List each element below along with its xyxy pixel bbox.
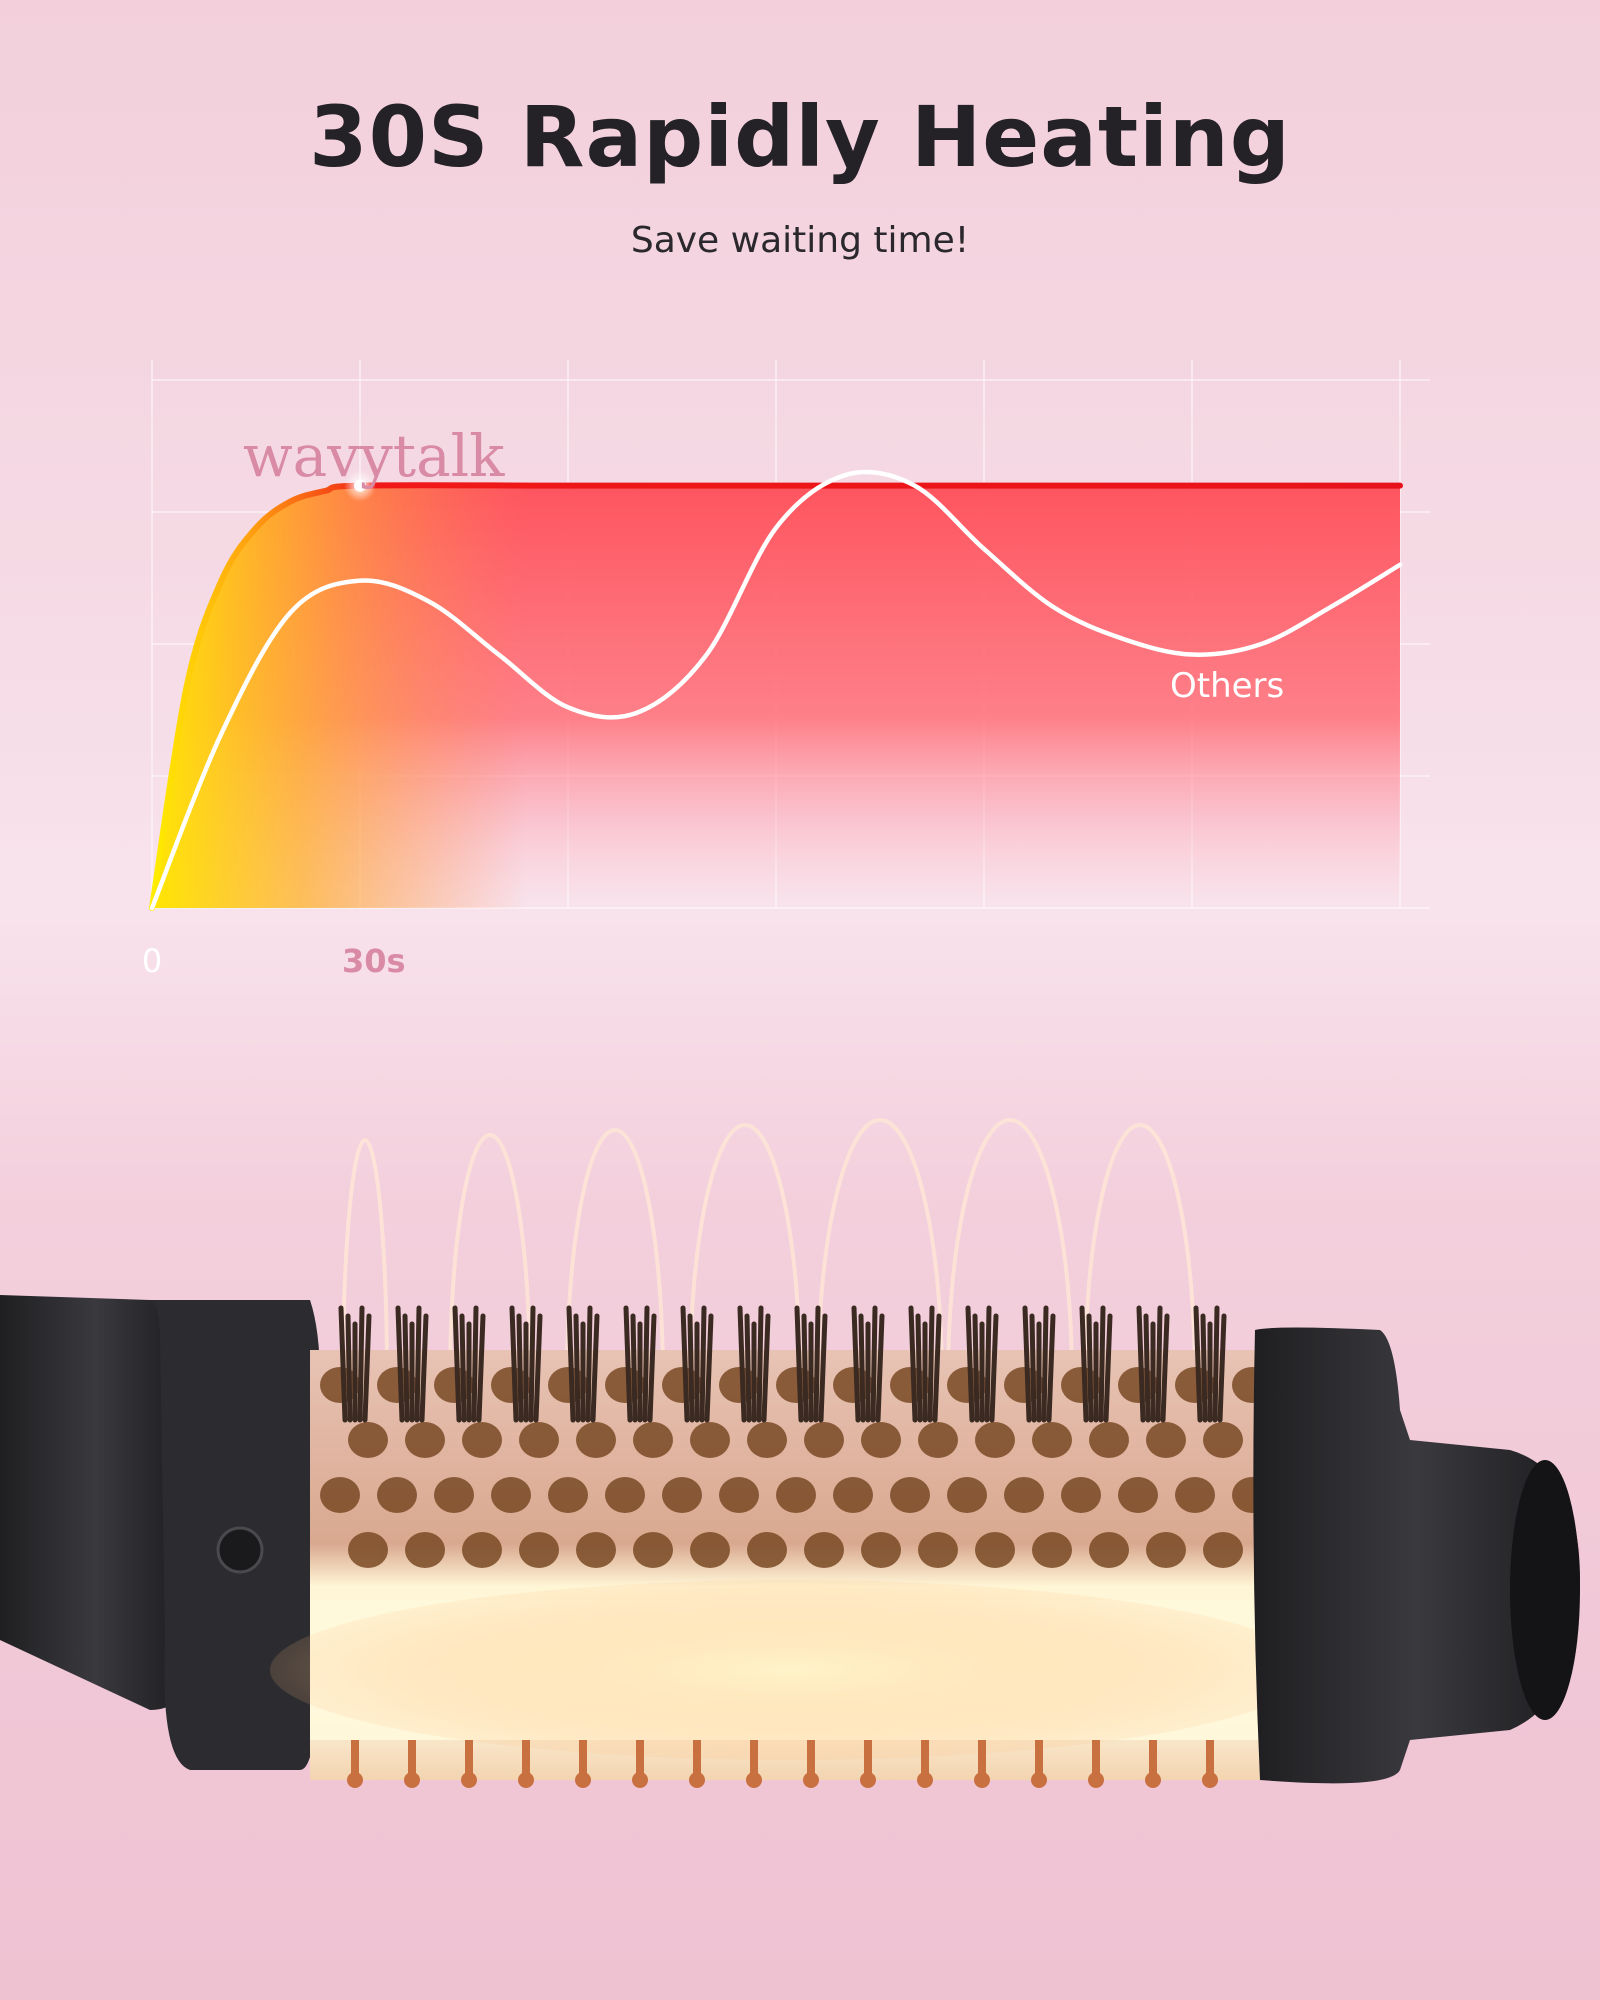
others-series-line: [149, 469, 1403, 911]
x-tick-label: 0: [142, 942, 162, 980]
page-title: 30S Rapidly Heating: [309, 88, 1291, 186]
legend-label-others: Others: [1170, 666, 1284, 706]
brand-series-line: [149, 482, 1403, 911]
heating-time-chart: wavytalk Others 0 30s: [142, 360, 1430, 980]
x-tick-label: 30s: [342, 942, 406, 980]
brand-series-area-warm: [152, 485, 1400, 908]
page-subtitle: Save waiting time!: [630, 220, 970, 261]
round-brush-illustration: [0, 1118, 1580, 1788]
x-axis-ticks: 0 30s: [142, 942, 406, 980]
legend-label-wavytalk: wavytalk: [243, 422, 505, 490]
highlight-point: [354, 479, 366, 492]
